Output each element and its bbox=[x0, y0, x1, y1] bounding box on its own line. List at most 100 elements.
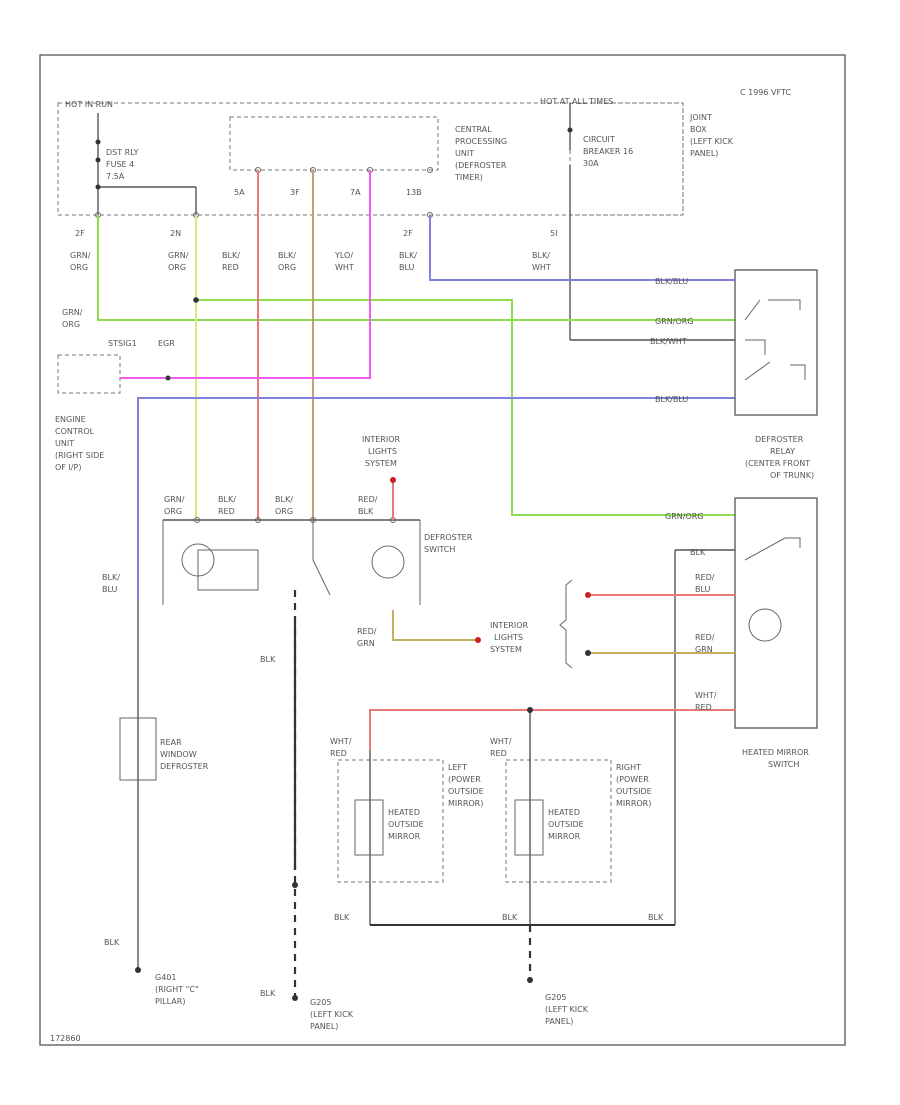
sw-pin-3 bbox=[310, 517, 316, 523]
w-red-grn-r-a: RED/ bbox=[695, 633, 715, 642]
fuse-node-2 bbox=[95, 157, 101, 163]
w-grn-org-r2: GRN/ORG bbox=[665, 512, 704, 521]
g205a-1: G205 bbox=[310, 998, 331, 1007]
hom-l-2: OUTSIDE bbox=[388, 820, 424, 829]
central-1: CENTRAL bbox=[455, 125, 492, 134]
central-unit-outline bbox=[229, 116, 439, 171]
jb-3: (LEFT KICK bbox=[690, 137, 734, 146]
rwd-1: REAR bbox=[160, 738, 182, 747]
sw-red-blk-b: BLK bbox=[358, 507, 374, 516]
w-blk-org-1b: ORG bbox=[278, 263, 296, 272]
w-blk-blu-r2: BLK/BLU bbox=[655, 395, 688, 404]
fuse-node-1 bbox=[95, 139, 101, 145]
blk-blu-wire-top bbox=[429, 215, 735, 281]
pin-5a: 5A bbox=[234, 188, 245, 197]
w-blk-br: BLK bbox=[648, 913, 664, 922]
cb-2: BREAKER 16 bbox=[583, 147, 633, 156]
pin-2f-a: 2F bbox=[75, 229, 85, 238]
right-heater bbox=[514, 799, 544, 856]
w-blk-hms: BLK bbox=[690, 548, 706, 557]
ecu-5: OF I/P) bbox=[55, 463, 81, 472]
g401-2: (RIGHT "C" bbox=[155, 985, 199, 994]
hot-at-all-times-label: HOT AT ALL TIMES bbox=[540, 97, 613, 106]
right-mirror-box bbox=[505, 759, 612, 883]
w-grn-org-r1: GRN/ORG bbox=[655, 317, 694, 326]
w-grn-org-2b: ORG bbox=[168, 263, 186, 272]
jb-1: JOINT bbox=[689, 113, 712, 122]
jb-4: PANEL) bbox=[690, 149, 718, 158]
breaker-node bbox=[567, 127, 573, 133]
g401-1: G401 bbox=[155, 973, 176, 982]
w-grn-org-left-a: GRN/ bbox=[62, 308, 83, 317]
pin-13b-dot bbox=[427, 167, 433, 173]
g205b-2: (LEFT KICK bbox=[545, 1005, 589, 1014]
outer-frame bbox=[39, 54, 846, 1046]
lm-4: MIRROR) bbox=[448, 799, 483, 808]
rwd-2: WINDOW bbox=[160, 750, 197, 759]
lm-3: OUTSIDE bbox=[448, 787, 484, 796]
w-blk-blu-1b: BLU bbox=[399, 263, 415, 272]
figure-id: 172860 bbox=[50, 1034, 81, 1043]
hot-in-run-label: HOT IN RUN bbox=[65, 100, 113, 109]
rwd-3: DEFROSTER bbox=[160, 762, 209, 771]
sw-pin-2 bbox=[255, 517, 261, 523]
cb-1: CIRCUIT bbox=[583, 135, 615, 144]
ylo-wht-wire bbox=[120, 170, 371, 379]
fuse-line-3: 7.5A bbox=[106, 172, 125, 181]
w-grn-org-1a: GRN/ bbox=[70, 251, 91, 260]
g401-node bbox=[135, 967, 141, 973]
dsw-1: DEFROSTER bbox=[424, 533, 473, 542]
int-mid-3: SYSTEM bbox=[490, 645, 522, 654]
w-blk-red-1a: BLK/ bbox=[222, 251, 240, 260]
g205b-3: PANEL) bbox=[545, 1017, 573, 1026]
relay-3: (CENTER FRONT bbox=[745, 459, 810, 468]
w-blk-wht-1a: BLK/ bbox=[532, 251, 550, 260]
central-4: (DEFROSTER bbox=[455, 161, 507, 170]
sw-blk-org-b: ORG bbox=[275, 507, 293, 516]
central-2: PROCESSING bbox=[455, 137, 507, 146]
central-5: TIMER) bbox=[454, 173, 483, 182]
rear-defroster-element bbox=[119, 717, 157, 781]
w-wht-red-l-a: WHT/ bbox=[330, 737, 352, 746]
pin-3f: 3F bbox=[290, 188, 300, 197]
defroster-relay-box bbox=[734, 269, 818, 416]
interior-node-top bbox=[390, 477, 396, 483]
g205a-node bbox=[292, 995, 298, 1001]
int-top-3: SYSTEM bbox=[365, 459, 397, 468]
w-wht-red-m-b: RED bbox=[490, 749, 507, 758]
lm-2: (POWER bbox=[448, 775, 481, 784]
lm-1: LEFT bbox=[448, 763, 467, 772]
blk-blu-wire-ecu bbox=[137, 397, 735, 600]
w-blk-org-1a: BLK/ bbox=[278, 251, 296, 260]
w-wht-red-m-a: WHT/ bbox=[490, 737, 512, 746]
w-blk-g205: BLK bbox=[260, 989, 276, 998]
w-blk-blu-1a: BLK/ bbox=[399, 251, 417, 260]
w-blk-blu-r1: BLK/BLU bbox=[655, 277, 688, 286]
switch-outline-sides bbox=[162, 520, 421, 605]
switch-lamp-left bbox=[181, 543, 215, 577]
fuse-line-2: FUSE 4 bbox=[106, 160, 134, 169]
w-wht-red-r-b: RED bbox=[695, 703, 712, 712]
hom-l-1: HEATED bbox=[388, 808, 420, 817]
sw-grn-org-b: ORG bbox=[164, 507, 182, 516]
relay-contact-1 bbox=[744, 299, 801, 321]
red-grn-wire bbox=[392, 610, 478, 641]
wht-red-wire bbox=[369, 709, 735, 750]
w-blk-red-1b: RED bbox=[222, 263, 239, 272]
rm-4: MIRROR) bbox=[616, 799, 651, 808]
dsw-2: SWITCH bbox=[424, 545, 455, 554]
interior-brace bbox=[559, 579, 573, 669]
sw-grn-org-a: GRN/ bbox=[164, 495, 185, 504]
pin-2n: 2N bbox=[170, 229, 181, 238]
hms-2: SWITCH bbox=[768, 760, 799, 769]
fuse-node-3 bbox=[95, 184, 101, 190]
hms-1: HEATED MIRROR bbox=[742, 748, 809, 757]
ecu-4: (RIGHT SIDE bbox=[55, 451, 104, 460]
interior-node-mid bbox=[475, 637, 481, 643]
w-blk-wht-1b: WHT bbox=[532, 263, 551, 272]
pin-13b: 13B bbox=[406, 188, 422, 197]
sw-blk-red-b: RED bbox=[218, 507, 235, 516]
w-blk-bm: BLK bbox=[502, 913, 518, 922]
hom-r-3: MIRROR bbox=[548, 832, 581, 841]
